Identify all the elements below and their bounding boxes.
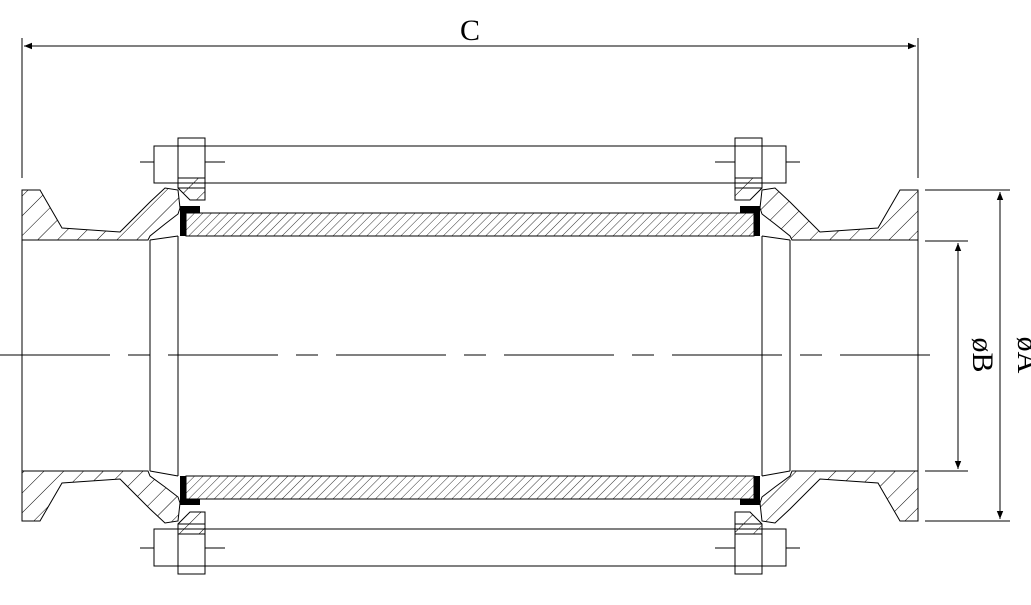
dimension-c-label: C xyxy=(460,14,480,47)
left-ferrule-top xyxy=(21,187,181,241)
dimension-a-label: øA xyxy=(1011,337,1031,374)
tie-rods xyxy=(140,145,800,567)
dimension-c xyxy=(21,38,919,178)
right-ferrule-top xyxy=(759,187,919,241)
bolt-bottom-left xyxy=(153,511,206,575)
glass-tube-bottom xyxy=(185,475,755,500)
right-ferrule-bottom xyxy=(759,470,919,524)
gaskets xyxy=(180,206,760,505)
bolt-bottom-right xyxy=(734,511,787,575)
left-ferrule-bottom xyxy=(21,470,181,524)
bore-outline xyxy=(21,235,919,477)
dimension-b-label: øB xyxy=(966,337,999,372)
dimension-a xyxy=(925,189,1010,522)
bolt-top-left xyxy=(153,137,206,201)
dimension-b xyxy=(925,240,968,472)
bolt-top-right xyxy=(734,137,787,201)
glass-tube-top xyxy=(185,212,755,237)
